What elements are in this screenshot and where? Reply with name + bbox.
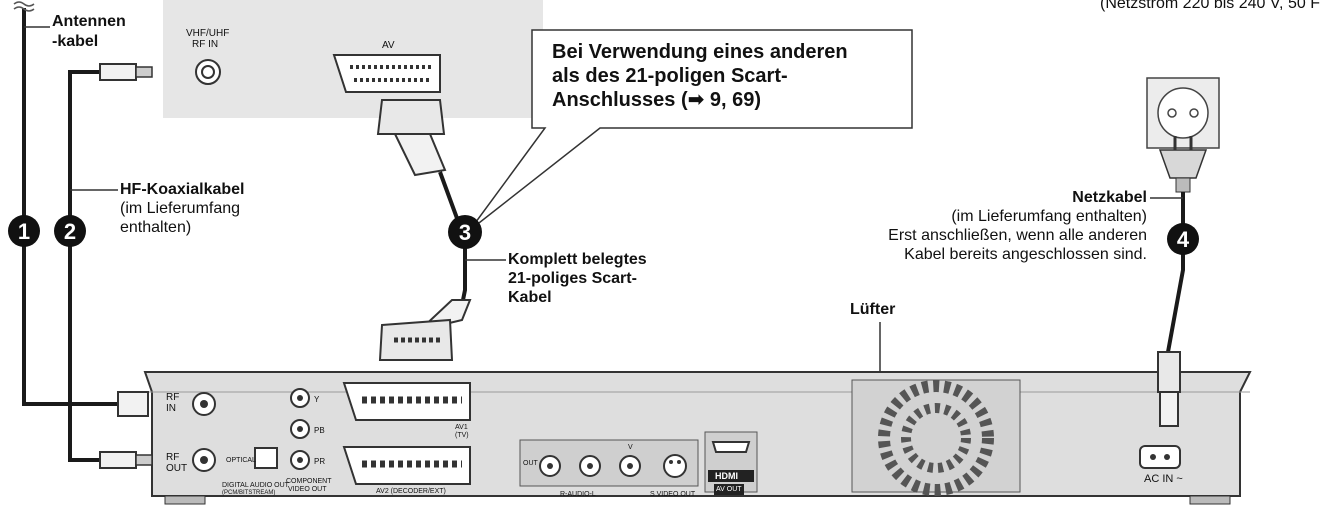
rec-pcm-bitstream-label: (PCM/BITSTREAM)	[222, 490, 276, 496]
tv-scart-socket	[332, 54, 441, 93]
callout-text: Bei Verwendung eines anderen als des 21-…	[552, 40, 912, 112]
antenna-cable	[22, 8, 120, 406]
rec-av1-label-2: (TV)	[455, 432, 469, 439]
rec-ac-in-label: AC IN ~	[1144, 473, 1183, 485]
callout-bubble	[469, 29, 913, 231]
scart-cable-label-1: Komplett belegtes	[508, 251, 647, 268]
coax-plug-top	[99, 63, 153, 81]
rec-av1-label-1: AV1	[455, 424, 468, 431]
coax-cable-sub-1: (im Lieferumfang	[120, 200, 241, 217]
rec-y-label: Y	[314, 395, 320, 404]
badge-1: 1	[8, 215, 40, 247]
tv-rf-in-label-2: RF IN	[192, 39, 219, 50]
power-cable-sub-2: Erst anschließen, wenn alle anderen	[888, 227, 1147, 244]
badge-2-text: 2	[64, 219, 76, 244]
hdmi-port	[704, 431, 758, 493]
coax-cable	[68, 70, 100, 462]
antenna-cable-label-2: -kabel	[52, 33, 99, 50]
rec-pr-label: PR	[314, 457, 326, 466]
callout-line-3: Anschlusses (➡ 9, 69)	[552, 89, 762, 111]
power-cable-sub-1: (im Lieferumfang enthalten)	[951, 208, 1147, 225]
optical-port	[254, 447, 278, 469]
rec-optical-label: OPTICAL	[226, 457, 256, 464]
rec-hdmi-logo: HDMI	[715, 471, 738, 481]
connection-diagram: 1 2 3 4	[8, 0, 1252, 505]
power-cable	[1157, 192, 1185, 427]
badge-4: 4	[1167, 223, 1199, 255]
rec-component-label-1: COMPONENT	[286, 478, 332, 485]
power-cable-title: Netzkabel	[1072, 189, 1147, 206]
fan-label: Lüfter	[850, 301, 896, 318]
rec-out-label: OUT	[523, 460, 538, 467]
badge-3-text: 3	[459, 220, 471, 245]
mains-note: (Netzstrom 220 bis 240 V, 50 F	[1100, 0, 1320, 12]
scart-cable-label-3: Kabel	[508, 289, 552, 306]
coax-cable-title: HF-Koaxialkabel	[120, 181, 245, 198]
rec-component-label-2: VIDEO OUT	[288, 486, 327, 493]
recorder-rf-in-jack	[192, 392, 216, 416]
ac-in-socket	[1139, 445, 1181, 469]
badge-3: 3	[448, 215, 482, 249]
rec-s-video-out-label: S VIDEO OUT	[650, 491, 696, 498]
av2-scart-socket	[342, 446, 471, 485]
recorder-rf-out-jack	[192, 448, 216, 472]
power-cable-sub-3: Kabel bereits angeschlossen sind.	[904, 246, 1147, 263]
callout-line-1: Bei Verwendung eines anderen	[552, 41, 848, 63]
rec-hdmi-av-out-label: AV OUT	[714, 484, 744, 495]
tv-av-label: AV	[382, 40, 395, 51]
rec-v-label: V	[628, 444, 633, 451]
antenna-cable-label-1: Antennen	[52, 13, 126, 30]
badge-1-text: 1	[18, 219, 30, 244]
antenna-symbol-icon	[13, 1, 35, 12]
av1-scart-socket	[342, 382, 471, 421]
fan-grille	[851, 379, 1021, 496]
power-plug-icon	[1158, 136, 1208, 193]
rec-rf-in-label: RF IN	[166, 392, 180, 414]
rec-r-audio-l-label: R-AUDIO-L	[560, 491, 596, 498]
badge-2: 2	[54, 215, 86, 247]
rec-av2-label: AV2 (DECODER/EXT)	[376, 488, 446, 495]
coax-plug-bottom	[99, 451, 153, 469]
rec-rf-out-label: RF OUT	[166, 452, 188, 474]
coax-cable-sub-2: enthalten)	[120, 219, 192, 236]
antenna-plug	[117, 391, 149, 417]
video-audio-out-jacks	[519, 439, 699, 487]
tv-rf-in-label-1: VHF/UHF	[186, 28, 230, 39]
wall-socket-icon	[1146, 77, 1220, 149]
tv-rf-in-jack	[195, 59, 221, 85]
callout-line-2: als des 21-poligen Scart-	[552, 65, 788, 87]
rec-pb-label: PB	[314, 426, 325, 435]
rec-digital-audio-out-label: DIGITAL AUDIO OUT	[222, 482, 289, 489]
component-jacks	[290, 388, 310, 470]
scart-cable-label-2: 21-poliges Scart-	[508, 270, 637, 287]
scart-cable	[376, 99, 472, 361]
badge-4-text: 4	[1177, 227, 1190, 252]
